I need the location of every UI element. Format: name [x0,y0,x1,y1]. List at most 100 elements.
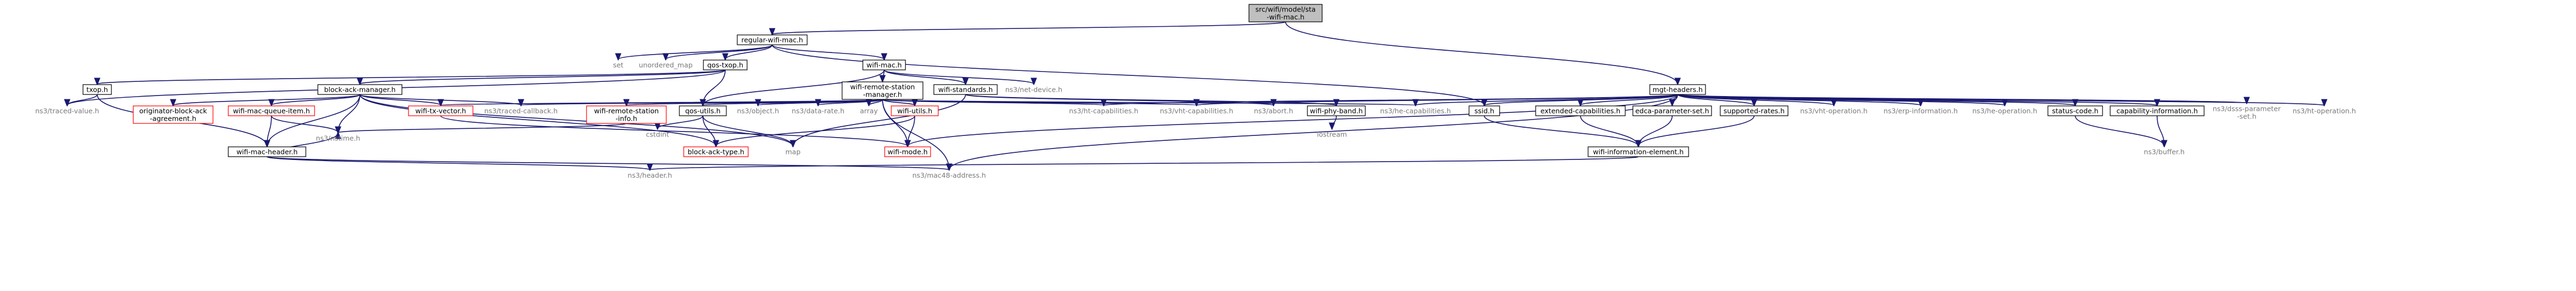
node-box [842,81,923,100]
node-unordered-map: unordered_map [639,61,693,69]
edge-capability-information-to-buffer [2157,115,2164,146]
edge-block-ack-manager-to-nstime [338,94,360,133]
node-traced-callback: ns3/traced-callback.h [484,107,558,115]
node-edca-parameter-set[interactable]: edca-parameter-set.h [1632,105,1712,116]
node-erp-information: ns3/erp-information.h [1884,107,1958,115]
node-root[interactable]: src/wifi/model/sta-wifi-mac.h [1248,4,1323,22]
node-label: regular-wifi-mac.h [741,36,803,44]
node-box [408,105,473,116]
node-bss-parameter-set: ns3/dsss-parameter-set.h [2213,105,2281,121]
node-data-rate: ns3/data-rate.h [792,107,845,115]
node-originator-block-ack[interactable]: originator-block-ack-agreement.h [133,105,214,124]
node-box [317,84,402,95]
edge-block-ack-manager-to-wifi-mac-queue-item [271,94,360,105]
node-box [2047,105,2103,116]
edge-qos-txop-to-qos-utils [703,69,726,105]
edge-wifi-utils-to-block-ack-type [716,115,915,146]
node-block-ack-manager[interactable]: block-ack-manager.h [317,84,402,95]
node-label: ns3/nstime.h [316,134,360,142]
node-wifi-phy-band[interactable]: wifi-phy-band.h [1307,105,1366,116]
node-label: ns3/net-device.h [1005,86,1063,94]
edge-wifi-remote-station-manager-to-wifi-utils [882,99,915,105]
edge-ssid-to-wifi-information-element [1484,115,1638,146]
edge-root-to-mgt-headers [1285,21,1678,84]
node-label: ns3/header.h [627,171,672,180]
node-label: ns3/erp-information.h [1884,107,1958,115]
node-box [1720,105,1789,116]
node-nstime: ns3/nstime.h [316,134,360,142]
node-label: status-code.h [2052,107,2099,115]
edge-qos-utils-to-map [702,115,793,146]
node-wifi-mac-header[interactable]: wifi-mac-header.h [228,146,306,157]
node-label: qos-utils.h [685,107,721,115]
edge-qos-utils-to-cstdint [658,115,703,129]
node-label: -set.h [2237,112,2257,121]
node-abort: ns3/abort.h [1254,107,1293,115]
node-object: ns3/object.h [737,107,779,115]
node-wifi-standards[interactable]: wifi-standards.h [933,84,998,95]
node-wifi-mac-queue-item[interactable]: wifi-mac-queue-item.h [228,105,315,116]
edge-wifi-remote-station-manager-to-he-capabilities [882,99,1416,105]
node-ht-capabilities: ns3/ht-capabilities.h [1069,107,1139,115]
edge-mgt-headers-to-ht-operation [1677,94,2324,105]
node-wifi-tx-vector[interactable]: wifi-tx-vector.h [408,105,473,116]
edge-wifi-mac-header-to-mac48-address [267,156,949,170]
node-wifi-remote-station-info[interactable]: wifi-remote-station-info.h [586,105,667,124]
node-wifi-mac[interactable]: wifi-mac.h [862,60,906,70]
node-buffer: ns3/buffer.h [2144,148,2185,156]
node-header: ns3/header.h [627,171,672,180]
node-box [1307,105,1366,116]
node-label: block-ack-type.h [688,148,744,156]
edge-regular-wifi-mac-to-wifi-mac [772,44,884,60]
node-label: ns3/ht-operation.h [2293,107,2356,115]
node-label: ssid.h [1474,107,1494,115]
node-box [679,105,727,116]
node-block-ack-type[interactable]: block-ack-type.h [683,146,749,157]
node-box [1588,146,1689,157]
node-wifi-remote-station-manager[interactable]: wifi-remote-station-manager.h [842,81,923,100]
node-qos-utils[interactable]: qos-utils.h [679,105,727,116]
node-box [884,146,931,157]
edge-block-ack-manager-to-block-ack-type [359,94,716,146]
node-ssid[interactable]: ssid.h [1468,105,1500,116]
node-label: wifi-phy-band.h [1310,107,1363,115]
edge-wifi-mac-header-to-header [267,156,650,170]
edge-block-ack-manager-to-originator-block-ack [173,94,360,105]
node-label: wifi-remote-station [850,83,915,91]
node-supported-rates[interactable]: supported-rates.h [1720,105,1789,116]
node-label: src/wifi/model/sta [1256,5,1316,14]
node-txop[interactable]: txop.h [82,84,112,95]
node-box [1468,105,1500,116]
node-qos-txop[interactable]: qos-txop.h [703,60,748,70]
edge-wifi-remote-station-info-to-nstime [338,123,627,133]
node-wifi-utils[interactable]: wifi-utils.h [891,105,939,116]
node-label: txop.h [86,86,108,94]
node-regular-wifi-mac[interactable]: regular-wifi-mac.h [737,34,808,45]
node-label: mgt-headers.h [1653,86,1703,94]
node-capability-information[interactable]: capability-information.h [2110,105,2205,116]
node-label: wifi-information-element.h [1593,148,1684,156]
node-net-device: ns3/net-device.h [1005,86,1063,94]
node-mgt-headers[interactable]: mgt-headers.h [1649,84,1706,95]
node-label: ns3/mac48-address.h [913,171,986,180]
node-label: block-ack-manager.h [324,86,396,94]
node-label: -wifi-mac.h [1266,13,1304,21]
node-mac48-address: ns3/mac48-address.h [913,171,986,180]
node-status-code[interactable]: status-code.h [2047,105,2103,116]
graph-nodes: src/wifi/model/sta-wifi-mac.h regular-wif… [35,4,2356,180]
node-box [933,84,998,95]
node-label: unordered_map [639,61,693,69]
edge-status-code-to-buffer [2075,115,2164,146]
dependency-edges [67,21,2324,170]
node-extended-capabilities[interactable]: extended-capabilities.h [1535,105,1626,116]
node-label: wifi-utils.h [897,107,932,115]
node-iostream: iostream [1317,130,1347,139]
node-wifi-mode[interactable]: wifi-mode.h [884,146,931,157]
edge-mgt-headers-to-vht-capabilities [1197,94,1678,105]
node-label: supported-rates.h [1724,107,1785,115]
node-label: ns3/abort.h [1254,107,1293,115]
node-wifi-information-element[interactable]: wifi-information-element.h [1588,146,1689,157]
node-label: ns3/he-operation.h [1973,107,2038,115]
edge-qos-utils-to-block-ack-type [702,115,716,146]
node-label: originator-block-ack [139,107,208,115]
